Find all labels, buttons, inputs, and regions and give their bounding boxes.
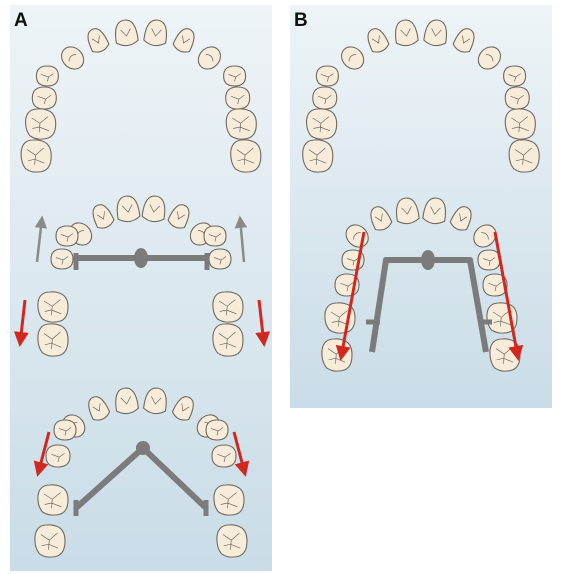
panel-a-arch-top-right-back-tooth — [226, 87, 250, 109]
panel-a-arch-middle-left-premolar — [51, 249, 73, 269]
panel-b-arch-top-left-back-tooth — [307, 109, 337, 139]
panel-a-right-posterior-molar — [213, 324, 243, 356]
panel-b-label: B — [294, 10, 308, 31]
panel-b-arch-top-right-back-tooth — [505, 87, 529, 109]
panel-b-expansion-screw — [421, 250, 435, 270]
panel-b-arch-top-left-back-tooth — [303, 140, 333, 172]
panel-b-arch-top-right-back-tooth — [509, 140, 539, 172]
panel-a-arch-middle-right-premolar — [209, 249, 231, 269]
panel-a-arch-top-left-back-tooth — [32, 87, 56, 109]
panel-a-expansion-screw — [134, 248, 148, 268]
panel-a-arch-bottom-right-back-tooth — [217, 525, 247, 557]
panel-b-arch-bottom-left-back-tooth — [322, 339, 352, 371]
panel-a-right-posterior-molar — [213, 292, 243, 322]
panel-a-arch-bottom-right-back-tooth — [212, 445, 236, 467]
panel-a-arch-top-left-back-tooth — [26, 109, 56, 139]
panel-b-arch-top-right-back-tooth — [505, 109, 535, 139]
panel-a-arch-bottom-left-back-tooth — [46, 445, 70, 467]
panel-b-arch-top-right-back-tooth — [504, 66, 526, 86]
panel-a-arch-top-right-back-tooth — [224, 66, 246, 86]
panel-a-arch-top-right-back-tooth — [226, 109, 256, 139]
panel-a-arch-bottom-left-back-tooth — [35, 525, 65, 557]
panel-b-arch-bottom-right-back-tooth — [478, 250, 500, 270]
panel-a-left-posterior-molar — [38, 324, 68, 356]
panel-a-arch-middle-left-premolar — [56, 226, 78, 246]
panel-a-label: A — [14, 10, 28, 31]
panel-b-arch-top-left-back-tooth — [313, 87, 337, 109]
panel-a-arch-bottom-left-back-tooth — [54, 420, 76, 440]
panel-a-arch-top-left-back-tooth — [21, 140, 51, 172]
panel-a-arch-bottom-right-back-tooth — [206, 420, 228, 440]
panel-a-v-hinge — [136, 441, 150, 455]
panel-a-arch-bottom-left-back-tooth — [38, 485, 68, 515]
panel-a-arch-bottom-right-back-tooth — [214, 485, 244, 515]
panel-a-left-posterior-molar — [38, 292, 68, 322]
panel-a-arch-top-right-back-tooth — [231, 140, 261, 172]
panel-a-arch-top-left-back-tooth — [36, 66, 58, 86]
panel-a-arch-middle-right-premolar — [204, 226, 226, 246]
panel-b-arch-top-left-back-tooth — [316, 66, 338, 86]
